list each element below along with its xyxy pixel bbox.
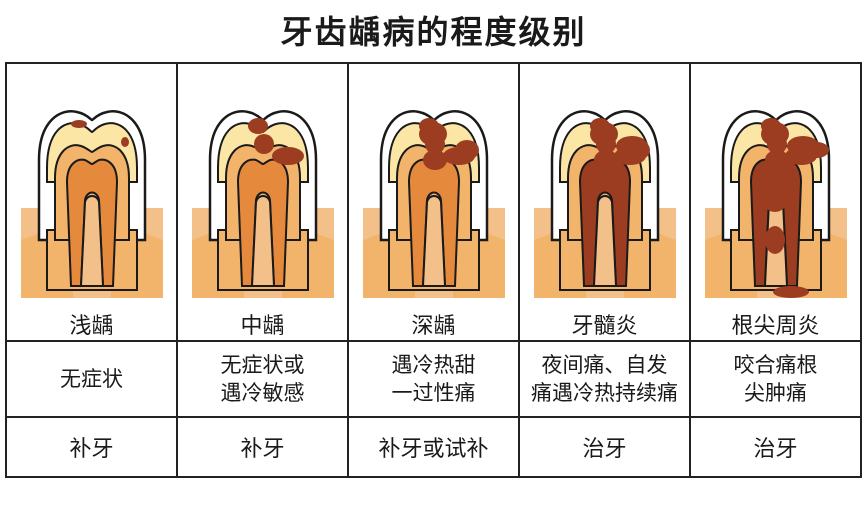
- caries-lesion: [760, 122, 789, 146]
- caries-lesion: [271, 147, 304, 165]
- stage-name-1: 浅龋: [69, 314, 114, 339]
- stage-cell-2: 中龋: [176, 62, 349, 342]
- symptom-line: 咬合痛根: [733, 353, 818, 377]
- stage-name-5: 根尖周炎: [731, 314, 820, 339]
- symptom-row: 无症状 无症状或 遇冷敏感 遇冷热甜 一过性痛 夜间痛、自发 痛遇冷热持续痛 咬…: [5, 340, 862, 418]
- symptom-cell-3: 遇冷热甜 一过性痛: [347, 340, 520, 418]
- symptom-line: 夜间痛、自发: [541, 353, 668, 377]
- symptom-line: 尖肿痛: [744, 381, 807, 405]
- treatment-cell-5: 治牙: [689, 416, 862, 478]
- treatment-cell-4: 治牙: [518, 416, 691, 478]
- tooth-illustration-5: [704, 110, 847, 298]
- caries-lesion: [615, 136, 648, 156]
- treatment-row: 补牙 补牙 补牙或试补 治牙 治牙: [5, 416, 862, 478]
- root-gap: [250, 195, 275, 287]
- caries-lesion: [772, 286, 809, 298]
- tooth-illustration-4: [533, 110, 676, 298]
- symptom-line: 遇冷敏感: [220, 381, 305, 405]
- tooth-illustration-1: [20, 110, 163, 298]
- caries-lesion: [422, 150, 447, 170]
- pulp-chamber: [236, 158, 289, 287]
- tooth-illustration-2: [191, 110, 334, 298]
- root-gap: [421, 195, 446, 287]
- symptom-cell-5: 咬合痛根 尖肿痛: [689, 340, 862, 418]
- root-gap: [79, 195, 104, 287]
- caries-lesion: [418, 122, 447, 146]
- root-gap: [592, 195, 617, 287]
- caries-lesion: [120, 137, 129, 147]
- caries-lesion: [253, 134, 274, 154]
- caries-lesion: [760, 164, 789, 188]
- caries-lesion: [247, 118, 268, 134]
- stage-name-3: 深龋: [411, 314, 456, 339]
- treatment-cell-1: 补牙: [5, 416, 178, 478]
- symptom-line: 无症状或: [220, 353, 305, 377]
- symptom-line: 遇冷热甜: [391, 353, 476, 377]
- pulp-chamber: [65, 158, 118, 287]
- symptom-line: 一过性痛: [391, 381, 476, 405]
- caries-lesion: [589, 122, 618, 146]
- stage-row: 浅龋 中龋 深龋 牙髓炎 根尖周炎: [5, 62, 862, 342]
- symptom-line: 无症状: [60, 367, 123, 391]
- tooth-illustration-3: [362, 110, 505, 298]
- caries-lesion: [762, 188, 787, 212]
- symptom-line: 痛遇冷热持续痛: [531, 381, 678, 405]
- caries-lesion: [589, 164, 618, 188]
- diagram-title: 牙齿龋病的程度级别: [280, 13, 587, 51]
- caries-lesion: [764, 226, 785, 254]
- stage-name-2: 中龋: [240, 314, 285, 339]
- stage-cell-5: 根尖周炎: [689, 62, 862, 342]
- treatment-cell-3: 补牙或试补: [347, 416, 520, 478]
- stage-cell-4: 牙髓炎: [518, 62, 691, 342]
- symptom-cell-4: 夜间痛、自发 痛遇冷热持续痛: [518, 340, 691, 418]
- symptom-cell-2: 无症状或 遇冷敏感: [176, 340, 349, 418]
- caries-grade-table: 浅龋 中龋 深龋 牙髓炎 根尖周炎 无症状 无症状或 遇冷敏感 遇冷热甜 一过性…: [5, 62, 862, 478]
- caries-lesion: [454, 140, 479, 160]
- stage-name-4: 牙髓炎: [571, 314, 638, 339]
- treatment-cell-2: 补牙: [176, 416, 349, 478]
- symptom-cell-1: 无症状: [5, 340, 178, 418]
- stage-cell-3: 深龋: [347, 62, 520, 342]
- stage-cell-1: 浅龋: [5, 62, 178, 342]
- caries-lesion: [70, 120, 87, 128]
- caries-lesion: [804, 142, 829, 158]
